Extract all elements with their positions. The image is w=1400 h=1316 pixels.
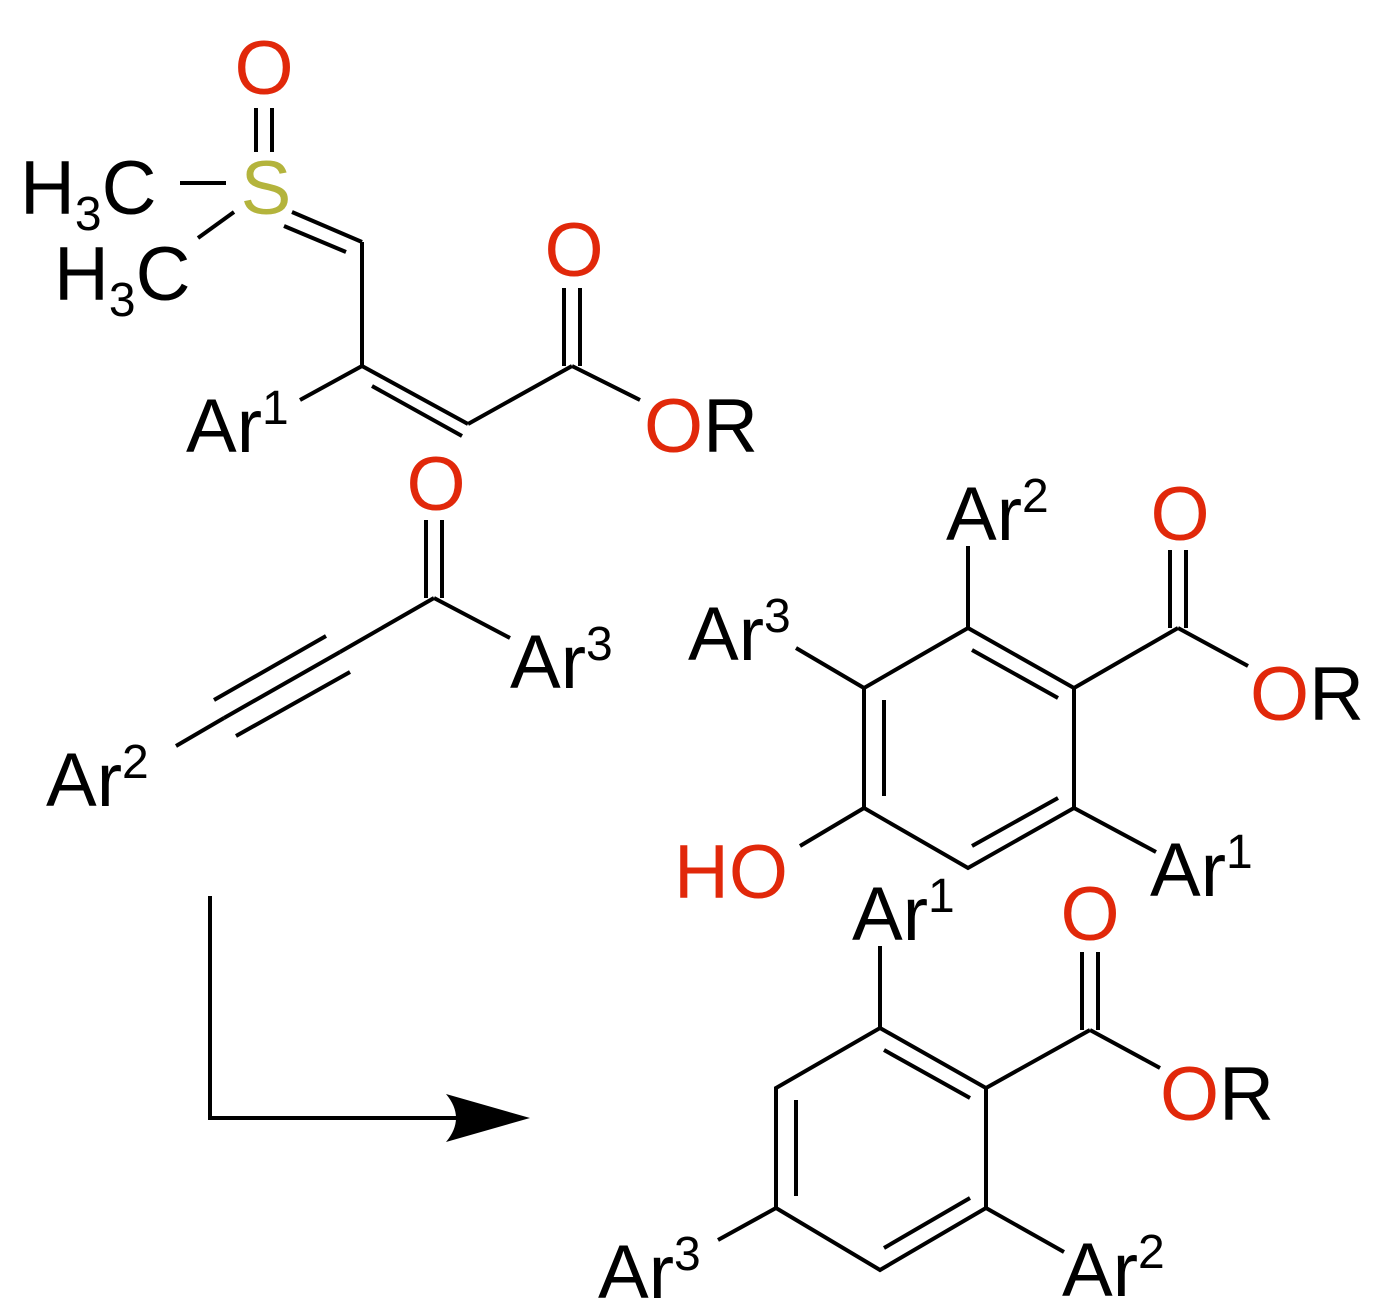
bond-p1-c-or — [1177, 626, 1249, 668]
bond-p2-ring-aryl-2 — [985, 1206, 1065, 1254]
p1-aryl-1-superscript: 1 — [1226, 826, 1253, 879]
reactant-ynone: O Ar3 Ar2 — [46, 442, 613, 823]
methyl-upper-c: C — [102, 146, 157, 231]
aryl-2-alkyne-label: Ar2 — [46, 736, 149, 823]
p1-aryl-2-ar: Ar — [946, 472, 1022, 557]
reaction-arrow-icon — [208, 896, 530, 1142]
oxo-oxygen-label: O — [234, 26, 293, 111]
bond-ring-hydroxyl — [798, 806, 866, 848]
bond-ketone-alkyne — [339, 596, 435, 654]
ring-2-double-lower — [882, 1196, 972, 1250]
bond-ketone-aryl — [433, 596, 511, 640]
p1-aryl-3-superscript: 3 — [764, 590, 791, 643]
reactant-sulfoxonium-ylide: O S H3C H3C O OR Ar1 — [20, 26, 758, 469]
aryl-2-ar: Ar — [46, 738, 122, 823]
arrow-head — [446, 1094, 530, 1142]
p1-hydroxyl-label: HO — [674, 830, 788, 915]
p2-aryl-3-label: Ar3 — [598, 1228, 701, 1315]
methyl-upper-label: H3C — [20, 146, 156, 241]
bond-s-ch3-lower — [196, 210, 236, 240]
reactant-2-bonds — [174, 520, 511, 748]
bond-s-ylide-double-b — [283, 224, 347, 254]
p1-aryl-2-label: Ar2 — [946, 470, 1049, 557]
product-phenol-benzoate: Ar2 Ar3 HO Ar1 O OR — [674, 470, 1364, 915]
bond-s-ylide-double-a — [291, 210, 363, 244]
p1-aryl-1-label: Ar1 — [1150, 826, 1253, 913]
p2-aryl-2-ar: Ar — [1062, 1228, 1138, 1313]
p2-aryl-1-label: Ar1 — [852, 870, 955, 957]
bond-ring-carbonyl — [1073, 626, 1179, 690]
ring-1-double-lower — [971, 796, 1059, 848]
bond-alkene-carbonyl — [467, 364, 573, 426]
methyl-lower-subscript: 3 — [109, 274, 136, 327]
aryl-1-ar: Ar — [186, 384, 262, 469]
product-terphenyl-benzoate: Ar1 O OR Ar3 Ar2 — [598, 870, 1274, 1315]
p1-aryl-3-ar: Ar — [688, 592, 764, 677]
ester-r: R — [703, 384, 758, 469]
bond-chain-aryl — [299, 364, 363, 402]
p2-aryl-1-ar: Ar — [852, 872, 928, 957]
p2-carbonyl-oxygen-label: O — [1060, 872, 1119, 957]
p1-carbonyl-oxygen-label: O — [1150, 472, 1209, 557]
methyl-upper-h: H — [20, 146, 75, 231]
methyl-upper-subscript: 3 — [75, 188, 102, 241]
p2-ester-o: O — [1160, 1052, 1219, 1137]
p2-aryl-3-ar: Ar — [598, 1230, 674, 1315]
aryl-1-label: Ar1 — [186, 382, 289, 469]
arrow-shaft — [208, 896, 476, 1120]
ester-or-label: OR — [644, 384, 758, 469]
p2-aryl-2-label: Ar2 — [1062, 1226, 1165, 1313]
aryl-2-superscript: 2 — [122, 736, 149, 789]
methyl-lower-c: C — [136, 232, 191, 317]
bond-alkyne-triple-b — [223, 650, 341, 720]
sulfur-label: S — [241, 146, 292, 231]
bond-alkene-b — [371, 384, 463, 438]
p1-ester-o: O — [1250, 652, 1309, 737]
bond-p2-c-or — [1089, 1028, 1161, 1070]
bond-ring-aryl-1 — [1073, 806, 1157, 854]
p1-ester-r: R — [1309, 652, 1364, 737]
product-1-ring — [862, 625, 1076, 871]
p2-aryl-2-superscript: 2 — [1138, 1226, 1165, 1279]
bond-alkyne-triple-c — [235, 670, 351, 738]
bond-alkene-a — [361, 364, 469, 426]
p1-aryl-3-label: Ar3 — [688, 590, 791, 677]
ynone-carbonyl-oxygen-label: O — [406, 442, 465, 527]
bond-p2-ring-carbonyl — [985, 1028, 1091, 1090]
aryl-3-superscript: 3 — [586, 618, 613, 671]
aryl-1-superscript: 1 — [262, 382, 289, 435]
bond-p2-ring-aryl-3 — [717, 1206, 777, 1242]
p2-ester-or-label: OR — [1160, 1052, 1274, 1137]
bond-alkyne-aryl — [174, 716, 226, 748]
ring-1-double-upper-right — [971, 648, 1059, 700]
ester-carbonyl-oxygen-label: O — [544, 208, 603, 293]
aryl-3-ar: Ar — [510, 620, 586, 705]
bond-alkyne-triple-a — [213, 634, 327, 702]
p2-aryl-3-superscript: 3 — [674, 1228, 701, 1281]
ester-o: O — [644, 384, 703, 469]
p2-aryl-1-superscript: 1 — [928, 870, 955, 923]
p1-ester-or-label: OR — [1250, 652, 1364, 737]
p1-aryl-1-ar: Ar — [1150, 828, 1226, 913]
p1-aryl-2-superscript: 2 — [1022, 470, 1049, 523]
product-1-bonds — [794, 546, 1249, 871]
aryl-3-ketone-label: Ar3 — [510, 618, 613, 705]
reactant-1-bonds — [180, 108, 641, 438]
p2-ester-r: R — [1219, 1052, 1274, 1137]
ring-2-double-upper-right — [883, 1048, 971, 1100]
bond-c-or — [571, 364, 641, 402]
methyl-lower-h: H — [54, 232, 109, 317]
bond-ring-aryl-3 — [794, 646, 866, 690]
methyl-lower-label: H3C — [54, 232, 190, 327]
product-2-bonds — [717, 946, 1161, 1273]
product-2-ring — [774, 1025, 988, 1273]
